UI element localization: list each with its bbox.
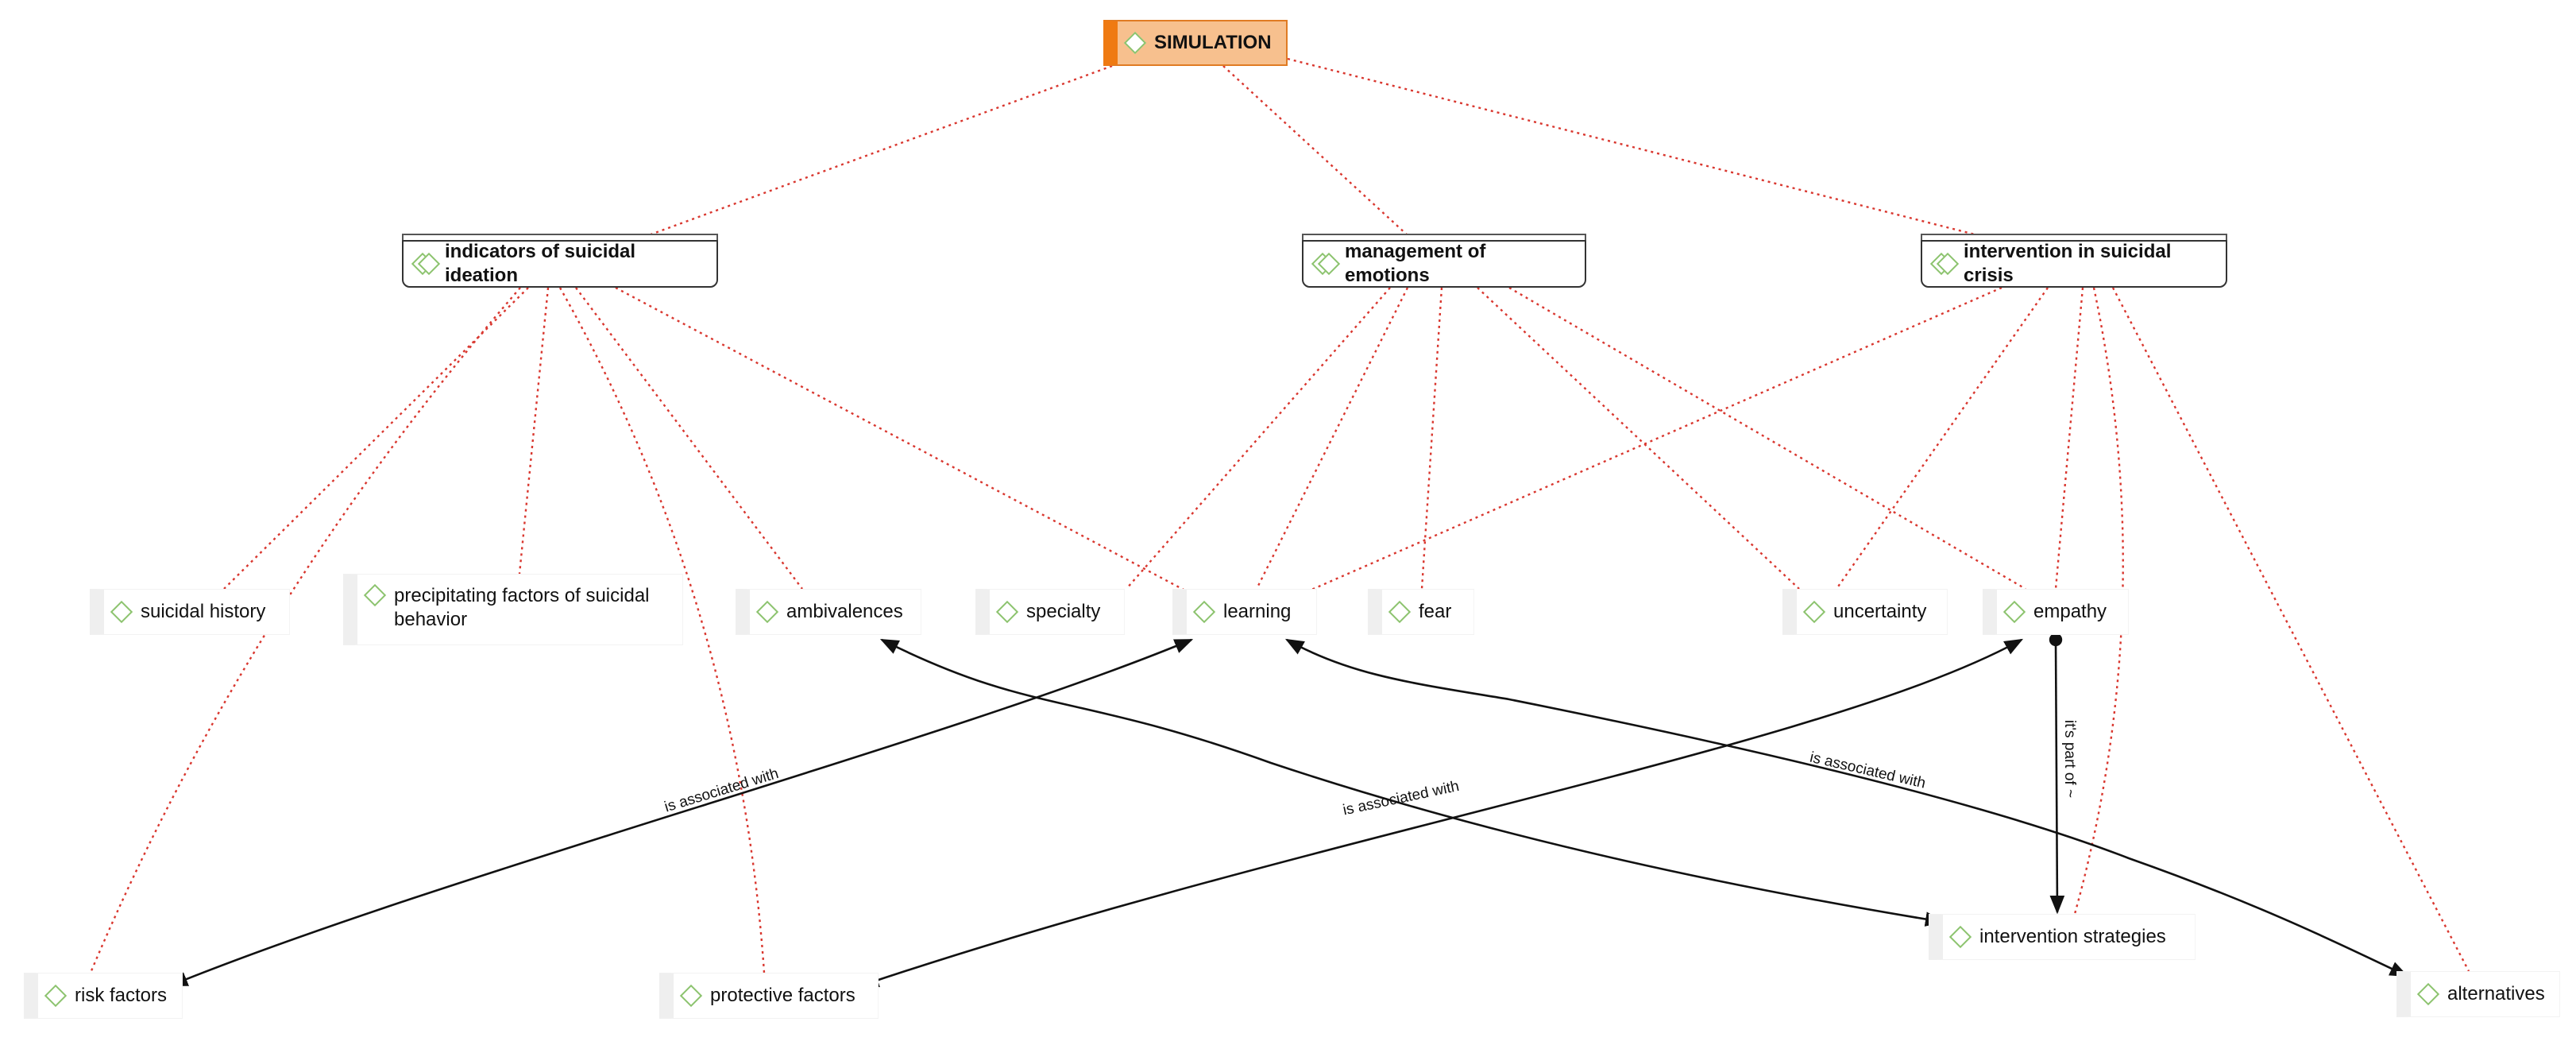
code-diamond-icon xyxy=(363,583,387,607)
relation-label: is associated with xyxy=(1342,778,1461,819)
node-label: management of emotions xyxy=(1345,241,1486,286)
code-group-icon xyxy=(1311,252,1341,276)
hierarchy-link-simulation-indicators xyxy=(635,64,1113,242)
hierarchy-link-management-specialty xyxy=(1126,287,1391,590)
node-label: empathy xyxy=(2033,601,2107,622)
hierarchy-link-management-empathy xyxy=(1508,286,2026,590)
node-label: ambivalences xyxy=(786,601,903,622)
hierarchy-link-intervention-empathy xyxy=(2054,287,2084,590)
code-diamond-icon xyxy=(755,600,779,624)
code-diamond-icon xyxy=(1948,925,1972,949)
node-label: indicators of suicidal ideation xyxy=(445,241,636,286)
hierarchy-link-intervention-uncertainty xyxy=(1836,287,2049,590)
node-simulation[interactable]: SIMULATION xyxy=(1103,20,1288,66)
hierarchy-link-intervention-learning xyxy=(1278,286,2002,606)
group-indicators-of-suicidal-ideation[interactable]: indicators of suicidal ideation xyxy=(402,234,718,288)
node-label: intervention strategies xyxy=(1979,926,2166,947)
node-label: specialty xyxy=(1026,601,1101,622)
code-suicidal-history[interactable]: suicidal history xyxy=(90,589,290,635)
code-diamond-icon xyxy=(1802,600,1826,624)
node-label: intervention in suicidal crisis xyxy=(1964,241,2172,286)
relation-label: is associated with xyxy=(1808,749,1927,792)
relation-learning-risk_factors xyxy=(168,638,1194,987)
code-specialty[interactable]: specialty xyxy=(975,589,1125,635)
code-precipitating-factors[interactable]: precipitating factors of suicidal behavi… xyxy=(343,574,683,645)
code-learning[interactable]: learning xyxy=(1172,589,1317,635)
code-diamond-icon xyxy=(995,600,1019,624)
hierarchy-link-management-uncertainty xyxy=(1477,287,1800,590)
relation-learning-alternatives xyxy=(1284,638,2409,977)
code-risk-factors[interactable]: risk factors xyxy=(24,973,183,1019)
code-fear[interactable]: fear xyxy=(1368,589,1474,635)
hierarchy-link-indicators-risk_factors xyxy=(89,287,521,974)
node-label: uncertainty xyxy=(1833,601,1927,622)
node-label: SIMULATION xyxy=(1154,32,1272,53)
group-intervention-in-suicidal-crisis[interactable]: intervention in suicidal crisis xyxy=(1921,234,2227,288)
code-diamond-icon xyxy=(44,984,68,1008)
hierarchy-link-indicators-ambivalences xyxy=(575,287,803,590)
hierarchy-link-indicators-precipitating xyxy=(518,287,550,575)
node-label: risk factors xyxy=(75,985,168,1006)
group-management-of-emotions[interactable]: management of emotions xyxy=(1302,234,1586,288)
code-diamond-icon xyxy=(1388,600,1412,624)
hierarchy-link-simulation-management xyxy=(1222,65,1408,236)
hierarchy-link-intervention-alternatives xyxy=(2111,287,2470,972)
relation-empathy-protective_factors xyxy=(859,638,2024,988)
hierarchy-link-indicators-learning xyxy=(615,286,1211,606)
code-group-icon xyxy=(411,252,441,276)
hierarchy-link-management-fear xyxy=(1420,287,1443,590)
node-label: learning xyxy=(1223,601,1292,622)
code-diamond-icon xyxy=(110,600,133,624)
code-diamond-icon xyxy=(2416,982,2440,1006)
code-alternatives[interactable]: alternatives xyxy=(2396,971,2560,1017)
relation-empathy-intervention_strategies xyxy=(2049,633,2065,915)
code-diamond-icon xyxy=(2002,600,2026,624)
relation-label: it's part of ~ xyxy=(2061,720,2078,798)
code-ambivalences[interactable]: ambivalences xyxy=(736,589,921,635)
relation-label: is associated with xyxy=(662,765,781,816)
node-label: fear xyxy=(1419,601,1452,622)
code-diamond-icon xyxy=(1192,600,1216,624)
hierarchy-link-management-learning xyxy=(1255,287,1409,590)
node-label: alternatives xyxy=(2447,983,2545,1004)
code-group-icon xyxy=(1929,252,1960,276)
node-label: protective factors xyxy=(710,985,855,1006)
node-label: suicidal history xyxy=(141,601,266,622)
code-intervention-strategies[interactable]: intervention strategies xyxy=(1929,914,2196,960)
code-uncertainty[interactable]: uncertainty xyxy=(1782,589,1948,635)
code-protective-factors[interactable]: protective factors xyxy=(659,973,879,1019)
hierarchy-link-simulation-intervention xyxy=(1287,57,1979,237)
node-label: precipitating factors of suicidal behavi… xyxy=(394,585,650,630)
code-empathy[interactable]: empathy xyxy=(1983,589,2129,635)
code-diamond-icon xyxy=(1123,31,1147,55)
code-diamond-icon xyxy=(679,984,703,1008)
